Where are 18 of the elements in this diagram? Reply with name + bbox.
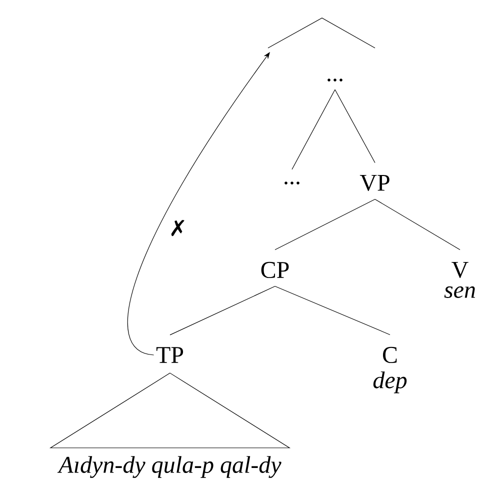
tree-branch — [374, 198, 460, 250]
node-label: CP — [261, 262, 289, 278]
tree-branch — [274, 198, 376, 250]
tree-branch — [170, 286, 276, 336]
node-label: VP — [360, 174, 390, 192]
node-label: C — [382, 346, 397, 364]
node-label: TP — [156, 347, 184, 363]
node-label: ... — [284, 182, 300, 184]
node-label: ... — [328, 78, 342, 82]
node-label: V — [452, 262, 468, 278]
gloss-text: dep — [373, 371, 407, 394]
movement-arrow — [127, 52, 270, 356]
tree-branch — [334, 89, 376, 164]
blocked-mark: ✗ — [168, 218, 188, 238]
tree-branch — [274, 286, 390, 336]
gloss-text: sen — [444, 286, 475, 298]
node-label: Aıdyn-dy qula-p qal-dy — [57, 456, 282, 478]
tree-branch — [292, 89, 336, 170]
